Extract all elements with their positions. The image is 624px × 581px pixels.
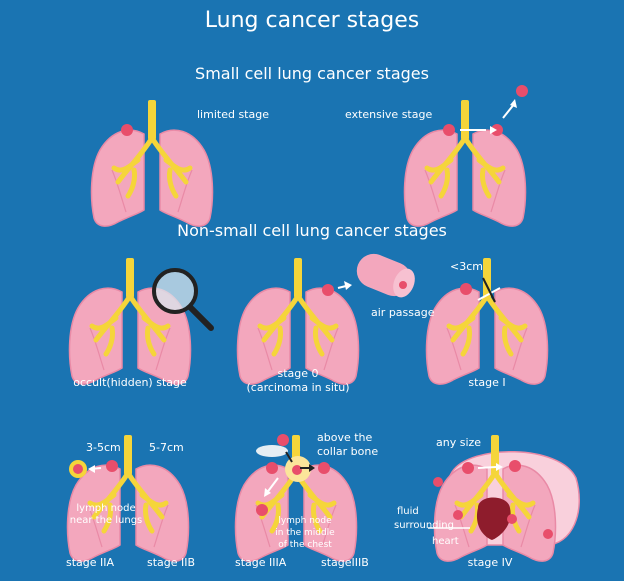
- lungs-stage1: [427, 258, 548, 384]
- lymph-mid-label-1: lymph node: [278, 516, 332, 526]
- fluid-label-2: surrounding: [394, 520, 454, 531]
- occult-stage-label: occult(hidden) stage: [73, 376, 187, 389]
- lungs-limited: [92, 100, 213, 226]
- stage2b-label: stage IIB: [147, 556, 196, 569]
- page-title: Lung cancer stages: [204, 8, 420, 33]
- lungs-stage2: [68, 435, 189, 561]
- air-passage-label: air passage: [371, 306, 435, 319]
- small-cell-heading: Small cell lung cancer stages: [195, 64, 429, 83]
- stage4-label: stage IV: [467, 556, 513, 569]
- stage3a-label: stage IIIA: [235, 556, 287, 569]
- lungs-stage4: [428, 435, 580, 561]
- tumor-limited: [121, 124, 133, 136]
- lymph-mid-label-2: in the middle: [275, 528, 335, 538]
- fluid-label-3: heart: [432, 536, 459, 547]
- stage0-sublabel: (carcinoma in situ): [246, 381, 350, 394]
- collar-bone-label-2: collar bone: [317, 445, 379, 458]
- stage2a-label: stage IIA: [66, 556, 115, 569]
- size-3-5-label: 3-5cm: [86, 441, 121, 454]
- lymph-mid-label-3: of the chest: [278, 540, 332, 550]
- extensive-stage-label: extensive stage: [345, 108, 433, 121]
- any-size-label: any size: [436, 436, 482, 449]
- stage1-label: stage I: [468, 376, 506, 389]
- stage0-label: stage 0: [277, 367, 319, 380]
- air-passage-icon: [356, 253, 415, 298]
- non-small-cell-heading: Non-small cell lung cancer stages: [177, 221, 447, 240]
- lungs-stage3: [236, 434, 357, 561]
- lungs-extensive: [405, 85, 528, 226]
- limited-stage-label: limited stage: [197, 108, 269, 121]
- lymph-near-label-1: lymph node: [76, 503, 136, 514]
- stage1-size-label: <3cm: [450, 260, 483, 273]
- stage3b-label: stageIIIB: [321, 556, 369, 569]
- collar-bone-label-1: above the: [317, 431, 373, 444]
- lungs-stage0: [238, 253, 415, 384]
- size-5-7-label: 5-7cm: [149, 441, 184, 454]
- fluid-label-1: fluid: [397, 506, 419, 517]
- lymph-near-label-2: near the lungs: [69, 515, 143, 526]
- lungs-occult: [70, 258, 214, 384]
